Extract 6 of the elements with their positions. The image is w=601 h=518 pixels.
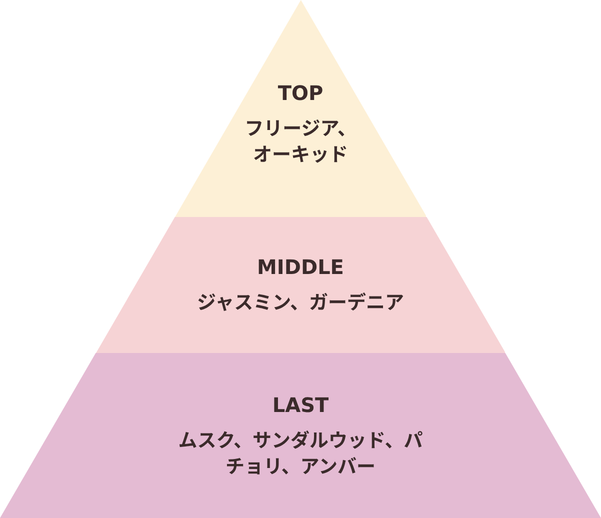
tier-heading: MIDDLE — [257, 255, 344, 280]
tier-notes: ムスク、サンダルウッド、パチョリ、アンバー — [178, 426, 423, 478]
tier-notes: フリージア、オーキッド — [244, 114, 358, 166]
tier-heading: LAST — [272, 392, 329, 417]
tier-notes: ジャスミン、ガーデニア — [197, 289, 404, 315]
tier-heading: TOP — [278, 80, 324, 105]
